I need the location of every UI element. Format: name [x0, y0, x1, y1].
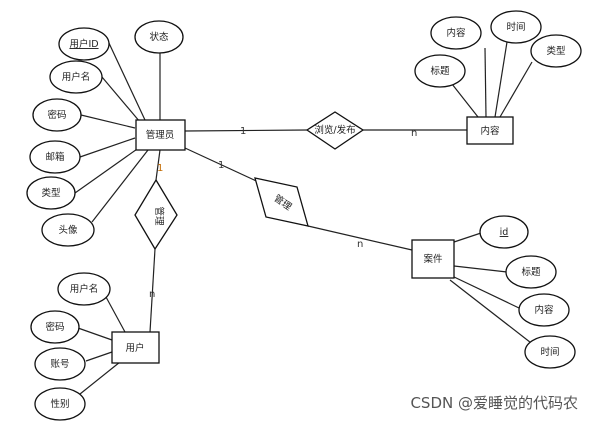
- relationship-manage-user: 管理: [134, 178, 178, 251]
- cardinality-labels: 1 n 1 n 1 n: [149, 126, 417, 300]
- svg-text:类型: 类型: [41, 187, 61, 199]
- cardinality-browse-content: n: [411, 128, 417, 139]
- cardinality-manage-case-n: n: [357, 239, 363, 250]
- svg-text:邮箱: 邮箱: [45, 151, 64, 163]
- entity-case: 案件: [411, 239, 455, 279]
- attribute-time: 时间: [490, 10, 542, 44]
- attribute-gender: 性别: [34, 387, 86, 421]
- svg-text:内容: 内容: [480, 125, 500, 137]
- attribute-content: 内容: [430, 16, 482, 50]
- attribute-title: 标题: [414, 54, 466, 88]
- cardinality-admin-browse: 1: [240, 126, 246, 137]
- attribute-content: 内容: [518, 293, 570, 327]
- content-attributes: 内容 时间 标题 类型: [414, 10, 582, 88]
- svg-text:管理员: 管理员: [146, 129, 175, 141]
- svg-text:内容: 内容: [446, 27, 466, 39]
- attribute-password: 密码: [32, 98, 82, 132]
- cardinality-admin-manage-case: 1: [218, 160, 224, 171]
- cardinality-manage-user-n: n: [149, 289, 155, 300]
- attribute-avatar: 头像: [41, 213, 95, 247]
- svg-text:头像: 头像: [58, 224, 78, 236]
- case-attributes: id 标题 内容 时间: [479, 215, 576, 369]
- user-attributes: 用户名 密码 账号 性别: [30, 272, 111, 421]
- attribute-email: 邮箱: [29, 140, 81, 174]
- cardinality-admin-manage-user: 1: [157, 163, 163, 174]
- svg-text:密码: 密码: [47, 109, 66, 121]
- attribute-type: 类型: [530, 34, 582, 68]
- svg-text:用户名: 用户名: [62, 71, 91, 83]
- svg-text:用户名: 用户名: [70, 283, 99, 295]
- attribute-status: 状态: [134, 20, 184, 54]
- entity-content: 内容: [466, 116, 514, 145]
- svg-text:用户ID: 用户ID: [69, 38, 98, 50]
- svg-text:性别: 性别: [50, 398, 69, 410]
- attribute-title: 标题: [505, 255, 557, 289]
- entity-user: 用户: [111, 331, 160, 364]
- svg-text:管理: 管理: [153, 206, 165, 226]
- attribute-type: 类型: [26, 176, 76, 210]
- connection-lines: [74, 40, 536, 395]
- relationship-manage-case: 管理: [254, 177, 309, 227]
- svg-text:浏览/发布: 浏览/发布: [314, 124, 355, 136]
- svg-text:标题: 标题: [521, 266, 541, 278]
- relationship-browse-publish: 浏览/发布: [305, 111, 365, 150]
- svg-text:内容: 内容: [534, 304, 554, 316]
- entity-admin: 管理员: [135, 119, 186, 151]
- watermark: CSDN @爱睡觉的代码农: [410, 394, 578, 412]
- svg-text:案件: 案件: [423, 253, 443, 265]
- attribute-user-id: 用户ID: [58, 27, 110, 61]
- svg-text:账号: 账号: [50, 359, 69, 370]
- attribute-username: 用户名: [57, 272, 111, 306]
- svg-text:用户: 用户: [125, 342, 144, 354]
- svg-text:密码: 密码: [45, 321, 64, 333]
- svg-text:状态: 状态: [149, 31, 169, 43]
- attribute-time: 时间: [524, 335, 576, 369]
- svg-text:标题: 标题: [430, 65, 450, 77]
- attribute-id: id: [479, 215, 529, 249]
- attribute-username: 用户名: [49, 60, 103, 94]
- admin-attributes: 用户ID 状态 用户名 密码 邮箱 类型 头像: [26, 20, 184, 247]
- attribute-password: 密码: [30, 310, 80, 344]
- svg-text:类型: 类型: [546, 45, 566, 57]
- svg-text:时间: 时间: [540, 346, 559, 358]
- svg-text:id: id: [500, 227, 509, 238]
- attribute-account: 账号: [34, 347, 86, 381]
- svg-text:时间: 时间: [506, 21, 525, 33]
